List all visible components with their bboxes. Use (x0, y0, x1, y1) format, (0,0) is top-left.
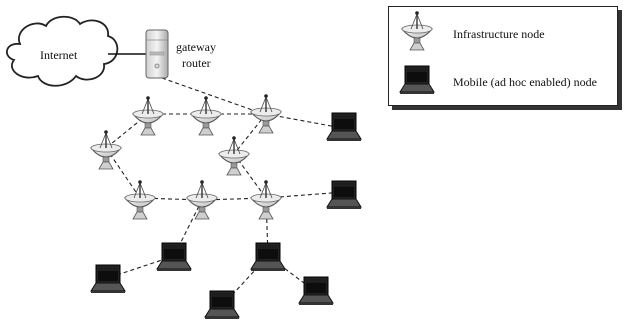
infrastructure-node (132, 96, 164, 136)
legend-mobile-label: Mobile (ad hoc enabled) node (453, 75, 597, 89)
mobile-node (298, 276, 334, 306)
infrastructure-node (124, 180, 156, 220)
infrastructure-node (250, 180, 282, 220)
internet-label: Internet (40, 48, 78, 62)
infrastructure-node (90, 130, 122, 170)
legend-mobile-icon (399, 65, 435, 95)
infrastructure-node (186, 180, 218, 220)
gateway-router (145, 29, 169, 79)
mobile-node (90, 264, 126, 294)
legend-infrastructure-label: Infrastructure node (453, 27, 545, 41)
legend: Infrastructure node Mobile (ad hoc enabl… (388, 6, 618, 106)
legend-infrastructure-icon (401, 11, 433, 51)
mobile-node (156, 242, 192, 272)
gateway-label-line1: gateway (176, 40, 216, 54)
infrastructure-node (190, 96, 222, 136)
mobile-node (250, 242, 286, 272)
gateway-label-line2: router (182, 56, 211, 70)
mobile-node (326, 180, 362, 210)
infrastructure-node (218, 136, 250, 176)
mobile-node (204, 290, 240, 320)
internet-cloud (6, 15, 119, 87)
mobile-node (326, 112, 362, 142)
